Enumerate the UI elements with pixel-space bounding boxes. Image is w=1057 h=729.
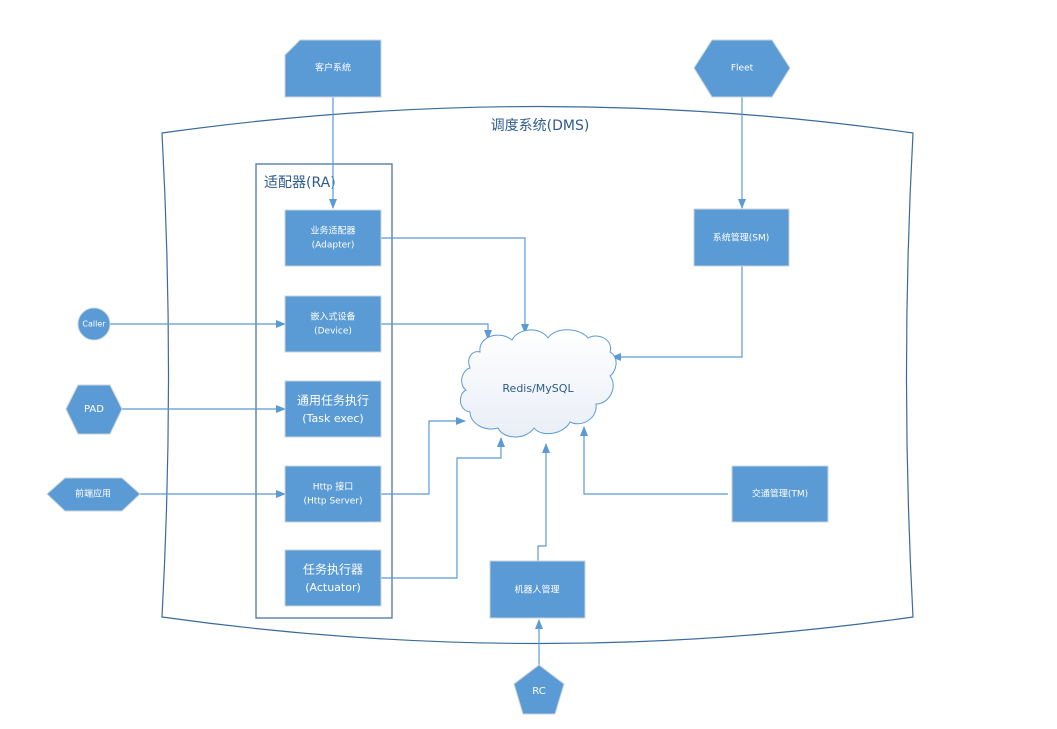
system-management-label: 系统管理(SM) — [713, 232, 770, 244]
dms-system-title: 调度系统(DMS) — [491, 118, 590, 134]
adapter-group-title: 适配器(RA) — [264, 175, 336, 191]
customer-system-node[interactable]: 客户系统 — [284, 39, 382, 98]
business-adapter-label: 业务适配器 — [310, 225, 355, 237]
edge-adapter-to-storage — [381, 237, 529, 334]
robot-management-node[interactable]: 机器人管理 — [489, 560, 586, 619]
frontend-app-label: 前端应用 — [75, 488, 111, 500]
embedded-device-sublabel: (Device) — [314, 327, 352, 337]
http-interface-node[interactable]: Http 接口 (Http Server) — [284, 465, 382, 523]
http-interface-label: Http 接口 — [313, 481, 353, 493]
caller-label: Caller — [82, 320, 106, 329]
embedded-device-label: 嵌入式设备 — [310, 311, 355, 323]
edge-http-to-storage — [381, 417, 466, 495]
fleet-node[interactable]: Fleet — [693, 39, 791, 98]
system-management-node[interactable]: 系统管理(SM) — [693, 208, 790, 267]
edge-actuator-to-storage — [381, 437, 505, 579]
storage-label: Redis/MySQL — [502, 382, 574, 395]
task-exec-label: 通用任务执行 — [297, 393, 369, 408]
edge-tm-to-storage — [580, 426, 728, 495]
pad-node[interactable]: PAD — [65, 384, 123, 435]
robot-management-label: 机器人管理 — [514, 584, 559, 596]
rc-node[interactable]: RC — [513, 664, 565, 715]
edge-device-to-storage — [381, 323, 492, 340]
dms-system-frame — [161, 105, 914, 645]
embedded-device-node[interactable]: 嵌入式设备 (Device) — [284, 295, 382, 353]
task-exec-sublabel: (Task exec) — [302, 412, 363, 425]
storage-cloud[interactable]: Redis/MySQL — [460, 329, 617, 438]
rc-label: RC — [532, 686, 545, 697]
edge-sm-to-storage — [611, 266, 743, 361]
actuator-label: 任务执行器 — [303, 562, 363, 577]
traffic-management-node[interactable]: 交通管理(TM) — [731, 465, 829, 523]
caller-node[interactable]: Caller — [77, 307, 111, 341]
fleet-label: Fleet — [731, 64, 754, 74]
edge-robot-to-storage — [537, 443, 550, 561]
business-adapter-sublabel: (Adapter) — [312, 241, 355, 251]
business-adapter-node[interactable]: 业务适配器 (Adapter) — [284, 209, 382, 267]
connectors — [110, 97, 746, 667]
http-interface-sublabel: (Http Server) — [304, 497, 363, 507]
frontend-app-node[interactable]: 前端应用 — [46, 477, 141, 512]
traffic-management-label: 交通管理(TM) — [752, 488, 808, 500]
customer-system-label: 客户系统 — [315, 62, 351, 74]
actuator-node[interactable]: 任务执行器 (Actuator) — [284, 549, 382, 607]
actuator-sublabel: (Actuator) — [305, 581, 361, 594]
task-exec-node[interactable]: 通用任务执行 (Task exec) — [284, 380, 382, 438]
adapter-group-frame — [255, 163, 393, 619]
pad-label: PAD — [84, 404, 104, 415]
